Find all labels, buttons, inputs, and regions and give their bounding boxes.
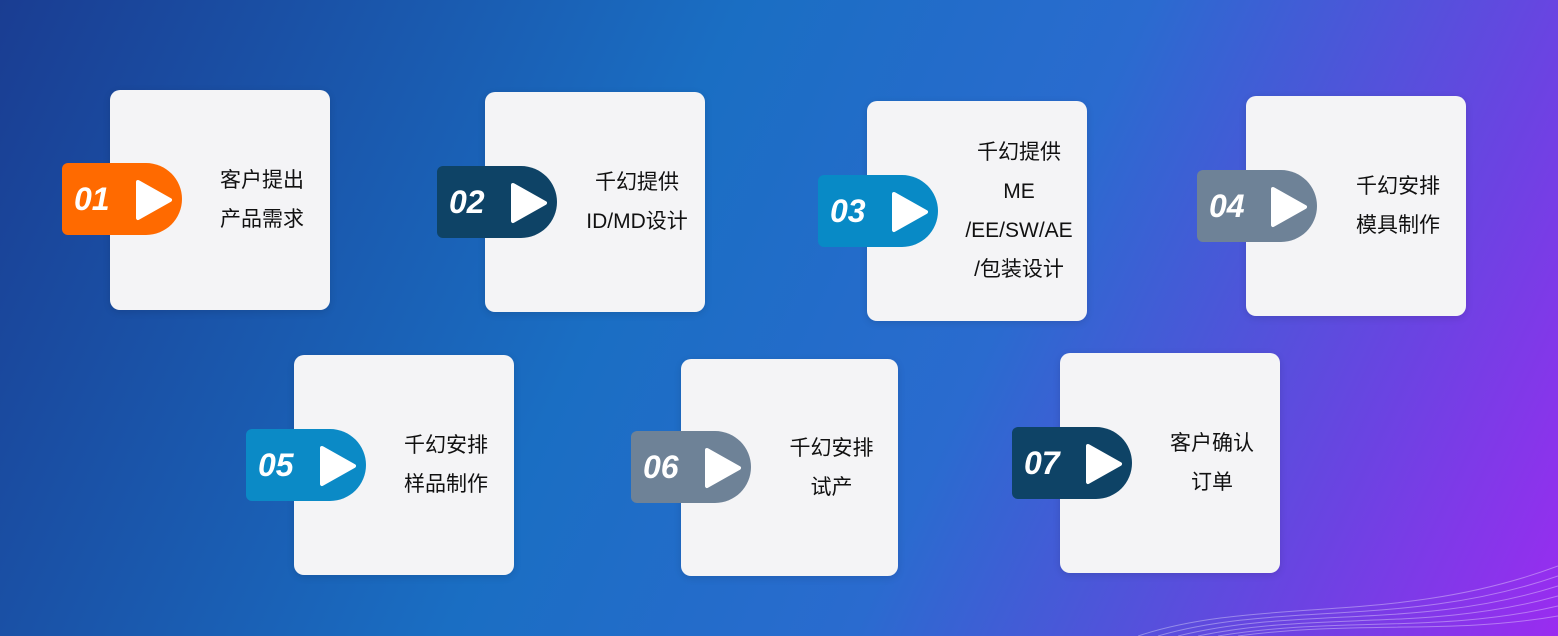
step-card-03: 千幻提供 ME /EE/SW/AE /包装设计 [867,101,1087,321]
step-text-line: 千幻安排 [789,436,874,460]
step-text-line: 样品制作 [404,473,488,496]
step-text-line: 千幻安排 [404,434,488,457]
decorative-wave-lines [1138,565,1558,636]
step-text-line: 客户提出 [220,169,304,192]
step-text: 客户确认 订单 [1152,353,1272,573]
step-number: 01 [74,181,110,217]
step-number: 02 [449,184,485,220]
step-text: 千幻安排 模具制作 [1338,96,1458,316]
play-triangle-icon [705,448,741,488]
step-text-line: 千幻提供 [595,171,679,194]
step-text-line: 试产 [810,475,853,499]
step-text: 千幻提供 ID/MD设计 [577,92,697,312]
step-badge-02: 02 [437,166,557,238]
step-text-line: ME [1003,180,1035,203]
play-triangle-icon [511,183,547,223]
step-text-line: 产品需求 [220,208,304,231]
step-card-06: 千幻安排 试产 [681,359,898,576]
step-text: 千幻提供 ME /EE/SW/AE /包装设计 [959,101,1079,321]
play-triangle-icon [892,192,928,232]
step-badge-07: 07 [1012,427,1132,499]
step-card-05: 千幻安排 样品制作 [294,355,514,575]
step-text: 客户提出 产品需求 [202,90,322,310]
play-triangle-icon [136,180,172,220]
step-badge-03: 03 [818,175,938,247]
play-triangle-icon [1271,187,1307,227]
step-text-line: /EE/SW/AE [965,219,1073,242]
step-number: 03 [830,193,866,229]
step-text-line: /包装设计 [974,258,1064,281]
step-text-line: 千幻提供 [977,141,1061,164]
play-triangle-icon [320,446,356,486]
step-number: 05 [258,447,294,483]
step-badge-04: 04 [1197,170,1317,242]
step-text-line: 客户确认 [1170,432,1254,455]
step-number: 06 [643,449,679,485]
play-triangle-icon [1086,444,1122,484]
step-badge-01: 01 [62,163,182,235]
step-text: 千幻安排 样品制作 [386,355,506,575]
step-number: 04 [1209,188,1245,224]
step-badge-06: 06 [631,431,751,503]
step-text-line: 订单 [1191,471,1233,494]
step-text-line: 千幻安排 [1356,175,1440,198]
step-text-line: ID/MD设计 [586,210,688,233]
step-badge-05: 05 [246,429,366,501]
step-text: 千幻安排 试产 [773,359,890,576]
step-text-line: 模具制作 [1356,214,1440,237]
step-number: 07 [1024,445,1060,481]
